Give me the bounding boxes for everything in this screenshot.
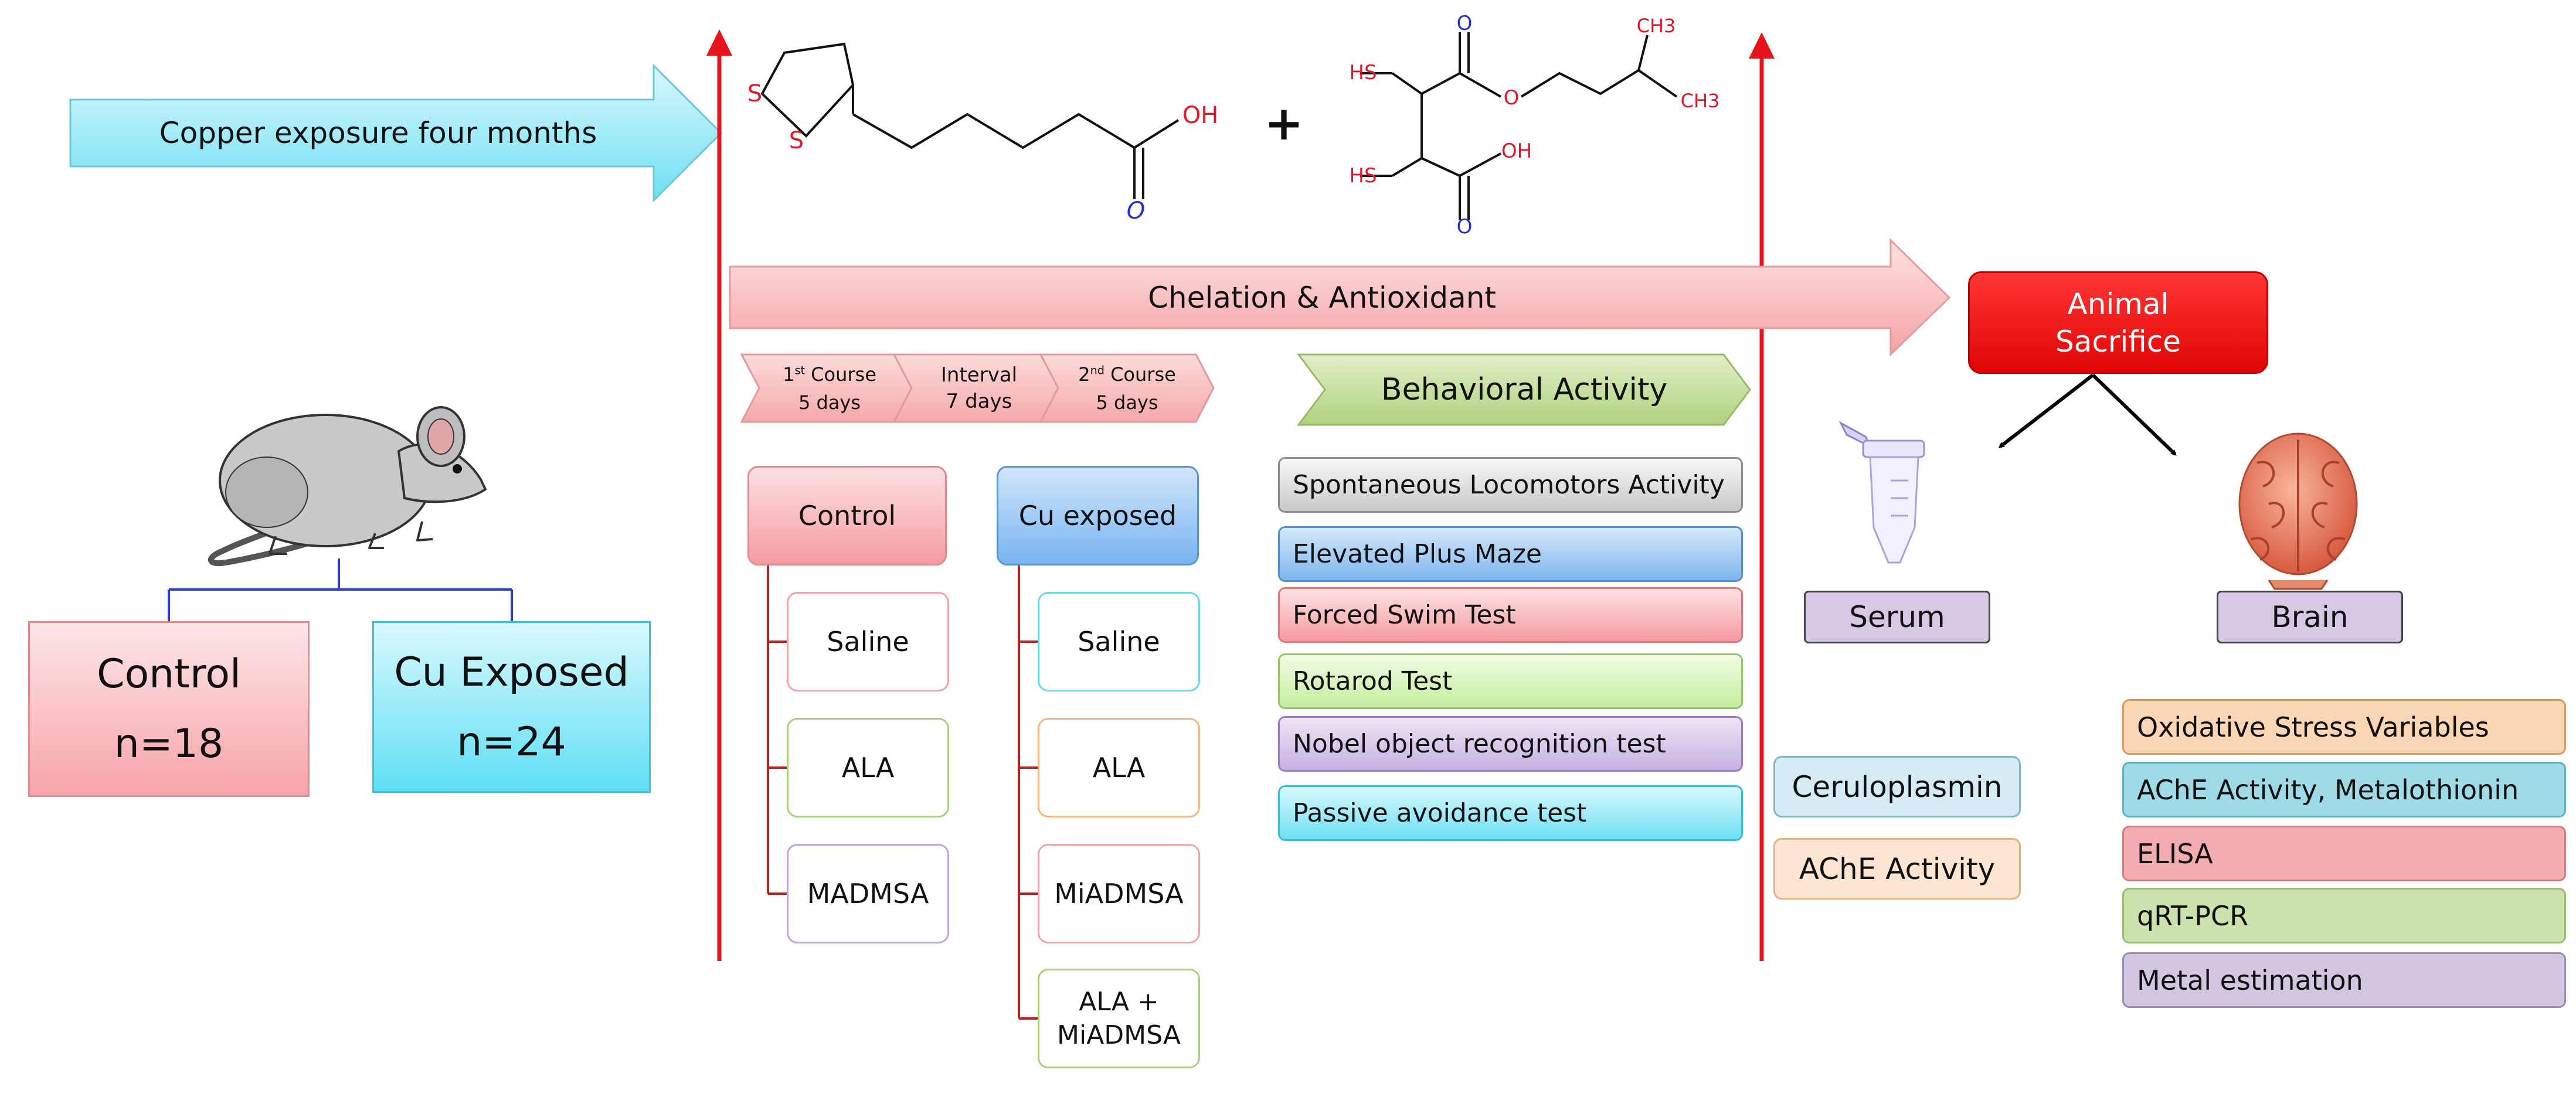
course2-label: 2nd Course 5 days [1078, 363, 1176, 414]
miadmsa-o2-label: O [1503, 86, 1520, 110]
cu-group-name: Cu Exposed [394, 649, 629, 696]
control-tree [767, 565, 787, 895]
control-item-ala: ALA [787, 718, 949, 817]
ala-oh-label: OH [1182, 102, 1219, 129]
miadmsa-hs2-label: HS [1349, 164, 1377, 188]
rat-icon [208, 406, 487, 567]
behavior-test-locomotor: Spontaneous Locomotors Activity [1278, 457, 1743, 513]
course1-label: 1st Course 5 days [783, 363, 876, 414]
miadmsa-ch3a-label: CH3 [1636, 15, 1676, 37]
ala-s1-label: S [747, 80, 763, 107]
ala-s2-label: S [789, 127, 804, 154]
ala-o-label: O [1126, 197, 1146, 224]
treatment-cu-header: Cu exposed [997, 466, 1199, 565]
brain-label: Brain [2217, 591, 2403, 643]
sacrifice-line2: Sacrifice [2055, 324, 2181, 359]
timeline-end-arrow [1749, 32, 1775, 961]
eppendorf-tube-icon [1838, 421, 1925, 564]
serum-test-ache: AChE Activity [1773, 838, 2021, 900]
chelation-arrow [729, 238, 1951, 357]
sacrifice-line1: Animal [2067, 287, 2169, 321]
plus-sign: + [1264, 96, 1304, 151]
group-tree [168, 558, 513, 621]
miadmsa-oh-label: OH [1501, 139, 1532, 163]
cu-item-saline: Saline [1038, 592, 1200, 691]
brain-icon [2238, 432, 2358, 590]
timeline-start-arrow [706, 29, 732, 961]
chelation-label: Chelation & Antioxidant [1147, 280, 1497, 315]
miadmsa-o3-label: O [1456, 215, 1473, 239]
cu-item-ala: ALA [1038, 718, 1200, 817]
behavior-test-forced-swim: Forced Swim Test [1278, 587, 1743, 643]
interval-label: Interval 7 days [940, 363, 1018, 413]
cu-tree [1018, 565, 1038, 1020]
serum-arrow [1998, 373, 2094, 448]
serum-label: Serum [1804, 591, 1990, 643]
control-group-n: n=18 [114, 721, 224, 767]
control-item-saline: Saline [787, 592, 949, 691]
behavior-test-passive-avoidance: Passive avoidance test [1278, 785, 1743, 841]
miadmsa-o1-label: O [1456, 12, 1473, 35]
brain-test-qrtpcr: qRT-PCR [2122, 888, 2566, 943]
brain-test-ache-metalothionin: AChE Activity, Metalothionin [2122, 762, 2566, 817]
sacrifice-box: Animal Sacrifice [1968, 271, 2268, 374]
control-group-box: Control n=18 [28, 621, 310, 797]
exposure-label: Copper exposure four months [159, 116, 597, 150]
behavior-test-plus-maze: Elevated Plus Maze [1278, 526, 1743, 582]
course2-chevron [1039, 353, 1215, 423]
cu-item-miadmsa: MiADMSA [1038, 844, 1200, 943]
control-item-madmsa: MADMSA [787, 844, 949, 943]
cu-item-ala-miadmsa: ALA + MiADMSA [1038, 969, 1200, 1068]
serum-test-ceruloplasmin: Ceruloplasmin [1773, 756, 2021, 817]
brain-arrow [2091, 373, 2177, 456]
exposure-arrow [69, 63, 723, 203]
treatment-control-header: Control [747, 466, 947, 565]
behavior-chevron [1297, 353, 1751, 426]
behavior-test-rotarod: Rotarod Test [1278, 653, 1743, 709]
cu-group-box: Cu Exposed n=24 [372, 621, 651, 793]
control-group-name: Control [97, 651, 241, 697]
brain-test-metal-estimation: Metal estimation [2122, 952, 2566, 1008]
brain-test-elisa: ELISA [2122, 826, 2566, 881]
miadmsa-structure [1360, 32, 1678, 220]
cu-group-n: n=24 [457, 718, 566, 765]
brain-test-oxidative-stress: Oxidative Stress Variables [2122, 699, 2566, 755]
miadmsa-hs1-label: HS [1349, 61, 1377, 84]
miadmsa-ch3b-label: CH3 [1680, 90, 1720, 112]
behavior-title: Behavioral Activity [1381, 372, 1668, 407]
ala-structure [760, 42, 1180, 199]
behavior-test-object-recognition: Nobel object recognition test [1278, 716, 1743, 772]
